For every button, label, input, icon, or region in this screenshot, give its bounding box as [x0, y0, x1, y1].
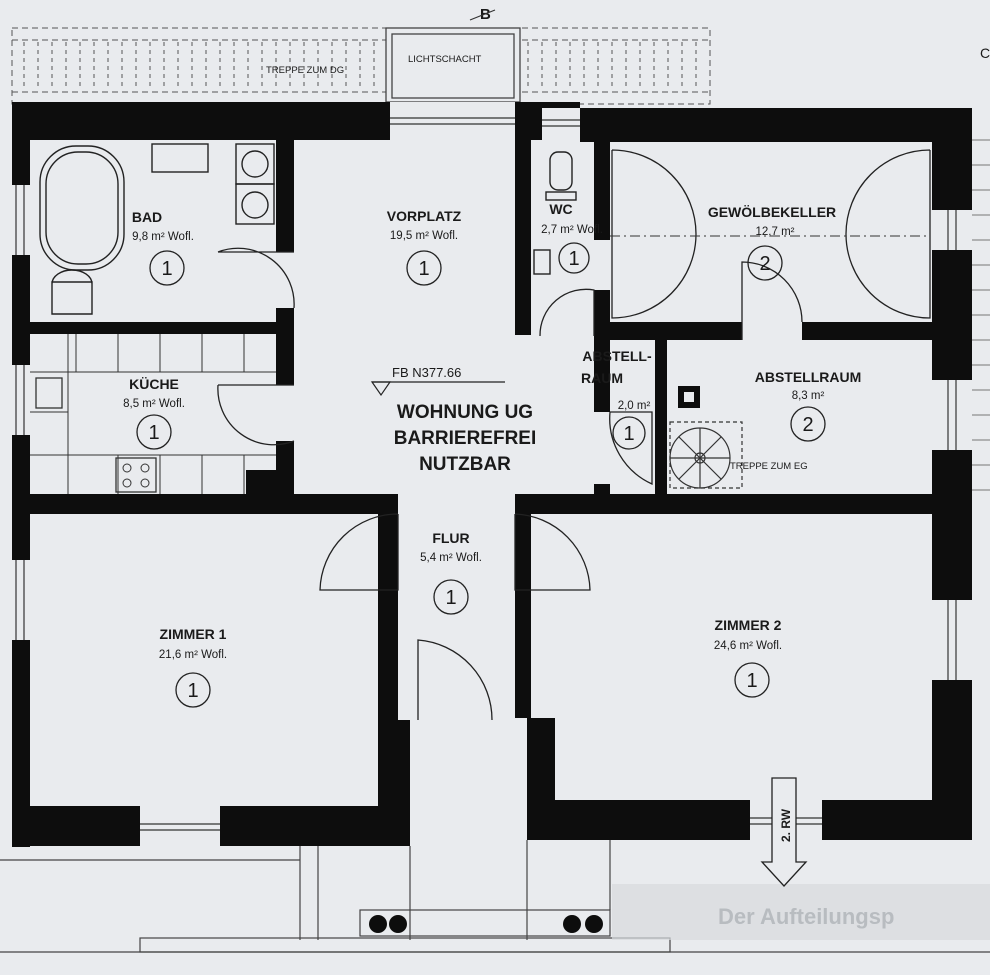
edge-letter: C	[980, 45, 990, 61]
windows	[15, 117, 957, 831]
exterior-hatch	[972, 139, 990, 491]
room-area-abstellraum-1: 2,0 m²	[618, 400, 651, 412]
unit-gewoelbekeller: 2	[759, 253, 770, 275]
staircase-dg-label: TREPPE ZUM DG	[266, 65, 344, 76]
room-name-bad: BAD	[132, 209, 162, 225]
unit-wc: 1	[568, 248, 579, 270]
room-area-flur: 5,4 m² Wofl.	[420, 552, 482, 564]
room-name-zimmer-1: ZIMMER 1	[160, 626, 227, 642]
room-area-wc: 2,7 m² Wofl.	[541, 224, 603, 236]
staircase-eg-label: TREPPE ZUM EG	[730, 461, 808, 472]
entrance-area	[0, 840, 990, 953]
floor-level-label: FB N377.66	[392, 365, 461, 380]
escape-route-arrow	[760, 777, 808, 887]
room-name-wc: WC	[549, 201, 572, 217]
unit-kueche: 1	[148, 422, 159, 444]
room-name-abstellraum-1b: RAUM	[581, 370, 623, 386]
staircase-dg-zone	[11, 27, 711, 105]
apartment-title-line3: NUTZBAR	[419, 454, 511, 475]
section-marker-line	[469, 9, 496, 21]
room-area-kueche: 8,5 m² Wofl.	[123, 398, 185, 410]
room-area-gewoelbekeller: 12,7 m²	[756, 226, 795, 238]
unit-zimmer-2: 1	[746, 670, 757, 692]
room-area-zimmer-2: 24,6 m² Wofl.	[714, 640, 782, 652]
unit-flur: 1	[445, 587, 456, 609]
watermark-text: Der Aufteilungsp	[718, 904, 894, 929]
section-marker: B	[480, 6, 491, 23]
bath-fixtures	[39, 143, 275, 315]
room-name-zimmer-2: ZIMMER 2	[715, 617, 782, 633]
escape-route-label: 2. RW	[779, 808, 793, 842]
unit-markers	[136, 242, 826, 708]
room-area-bad: 9,8 m² Wofl.	[132, 231, 194, 243]
wc-fixtures	[533, 151, 577, 275]
entrance-bollards	[369, 915, 603, 933]
unit-vorplatz: 1	[418, 258, 429, 280]
unit-bad: 1	[161, 258, 172, 280]
room-name-abstellraum-1a: ABSTELL-	[582, 348, 652, 364]
watermark-band	[612, 884, 990, 940]
room-area-abstellraum-2: 8,3 m²	[792, 390, 825, 402]
light-shaft-label: LICHTSCHACHT	[408, 54, 482, 65]
light-shaft	[385, 27, 521, 103]
room-name-kueche: KÜCHE	[129, 376, 179, 392]
kitchen-fixtures	[30, 334, 276, 494]
spiral-staircase	[669, 421, 743, 489]
room-area-vorplatz: 19,5 m² Wofl.	[390, 230, 458, 242]
walls	[12, 102, 972, 847]
room-name-abstellraum-2: ABSTELLRAUM	[755, 369, 862, 385]
unit-abstellraum-2: 2	[802, 414, 813, 436]
unit-zimmer-1: 1	[187, 680, 198, 702]
room-name-vorplatz: VORPLATZ	[387, 208, 462, 224]
room-name-flur: FLUR	[432, 530, 469, 546]
door-swings	[217, 149, 931, 721]
floor-level-marker	[370, 381, 505, 397]
chimney	[678, 386, 700, 408]
unit-abstellraum-1: 1	[623, 423, 634, 445]
room-name-gewoelbekeller: GEWÖLBEKELLER	[708, 204, 836, 220]
apartment-title-line1: WOHNUNG UG	[397, 402, 533, 423]
room-area-zimmer-1: 21,6 m² Wofl.	[159, 649, 227, 661]
apartment-title-line2: BARRIEREFREI	[394, 428, 537, 449]
